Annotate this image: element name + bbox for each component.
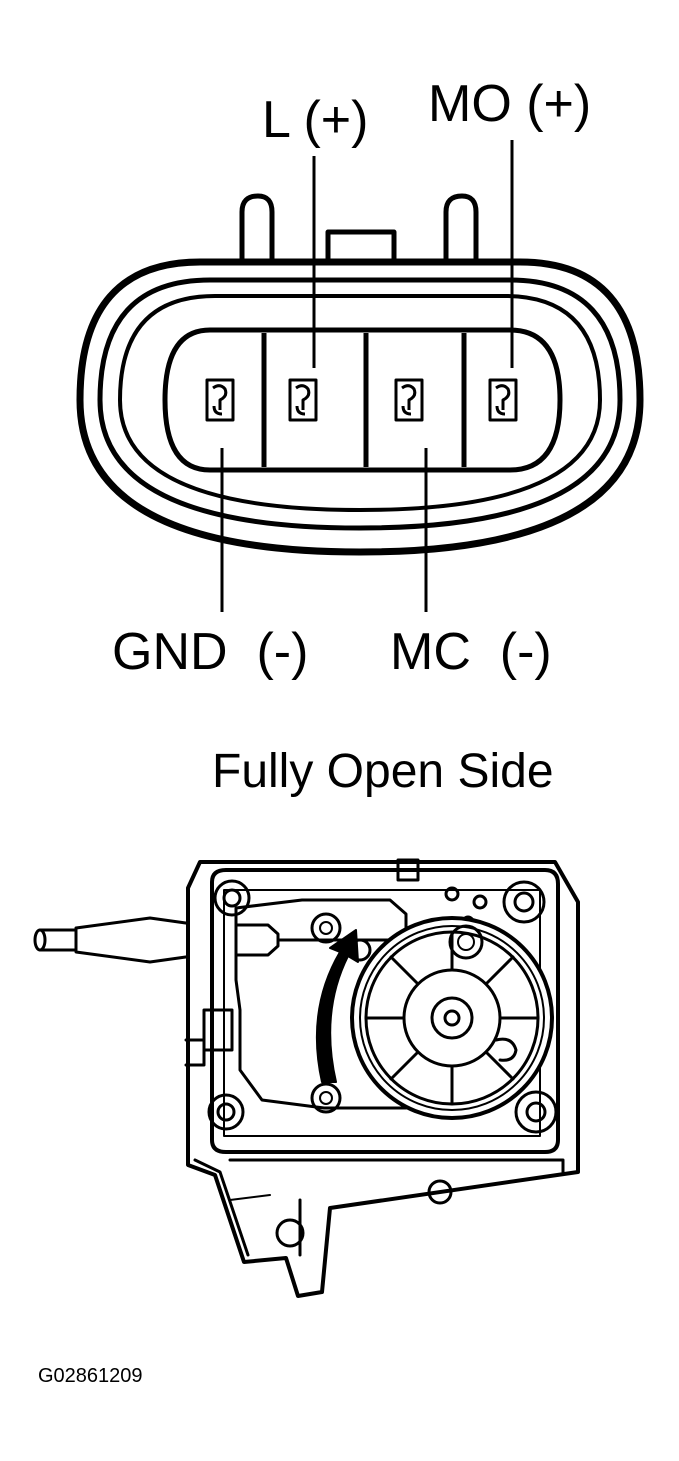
- connector-inner-shell-2: [118, 294, 602, 512]
- figure-id: G02861209: [38, 1365, 143, 1387]
- mount-boss-tl: [213, 879, 251, 917]
- bracket-hole-2: [427, 1179, 453, 1205]
- terminal-block: [162, 327, 563, 473]
- lever-housing: [234, 898, 408, 1110]
- terminal-mc: [394, 378, 424, 422]
- terminal-gnd: [205, 378, 235, 422]
- mount-boss-bl: [207, 1093, 245, 1131]
- pin-label-gnd: GND (-): [112, 623, 309, 681]
- actuator-caption: Fully Open Side: [212, 745, 554, 798]
- rotation-arrow-icon: [315, 929, 359, 1083]
- terminal-l: [288, 378, 318, 422]
- pin-label-l: L (+): [262, 91, 369, 149]
- connector-tab-right: [443, 193, 479, 262]
- bracket-hole-1: [275, 1218, 305, 1248]
- connector-tab-left: [239, 193, 275, 262]
- actuator-drawing: [33, 858, 580, 1298]
- pin-label-mc: MC (-): [390, 623, 552, 681]
- mount-boss-br: [514, 1090, 558, 1134]
- connector-inner-shell-1: [97, 277, 623, 531]
- terminal-mo: [488, 378, 518, 422]
- pin-label-mo: MO (+): [428, 75, 592, 133]
- connector-diagram: [76, 140, 644, 612]
- connector-key: [325, 229, 397, 262]
- actuator-frame: [210, 868, 560, 1154]
- mount-boss-tr: [502, 880, 546, 924]
- motor-gear-hub: [443, 1009, 461, 1027]
- connector-outer-shell: [76, 258, 644, 556]
